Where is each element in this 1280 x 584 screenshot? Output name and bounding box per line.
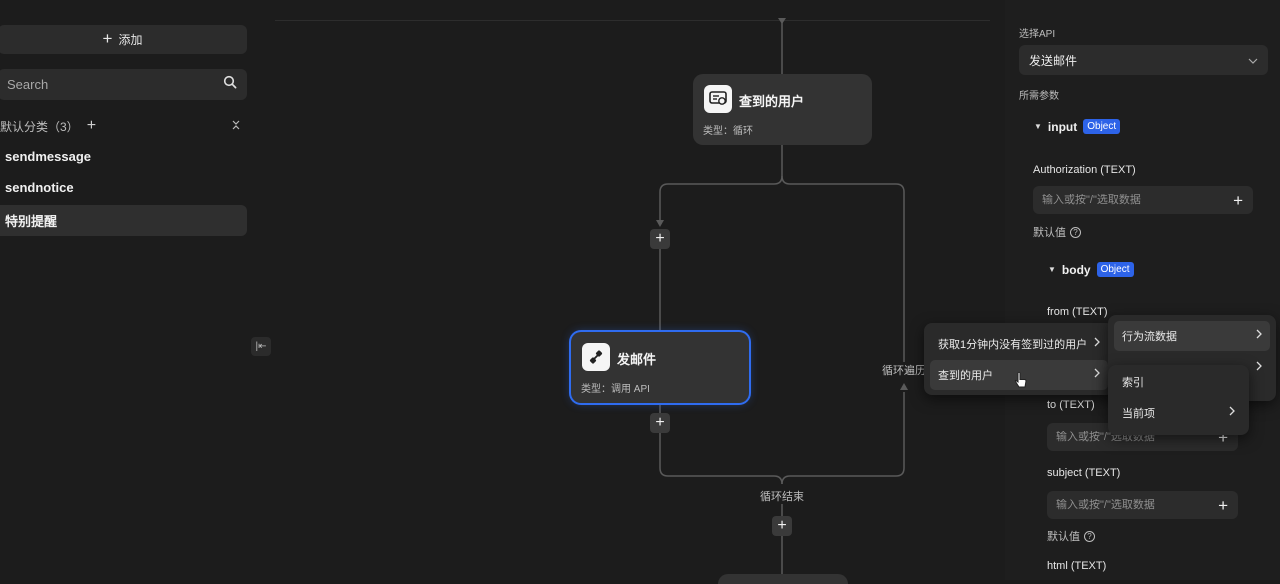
plus-icon[interactable]: + [1218, 427, 1228, 447]
plus-icon[interactable]: + [1218, 495, 1228, 515]
params-label: 所需参数 [1019, 91, 1059, 102]
config-panel [1005, 0, 1280, 580]
default-value-toggle[interactable]: 默认值 ? [1047, 528, 1095, 544]
menu-item-label: 索引 [1122, 377, 1144, 389]
loop-vars-submenu: 索引 当前项 [1108, 365, 1249, 435]
loop-node[interactable]: 查到的用户 类型：循环 [693, 74, 872, 145]
subject-label: subject (TEXT) [1047, 467, 1121, 479]
search-input[interactable] [7, 77, 223, 92]
node-type: 类型：调用 API [581, 384, 650, 395]
type-badge: Object [1083, 119, 1121, 134]
chevron-right-icon [1256, 329, 1262, 342]
menu-item-label: 获取1分钟内没有签到过的用户 [938, 339, 1088, 351]
api-select[interactable]: 发送邮件 [1019, 45, 1268, 75]
chevron-right-icon [1094, 337, 1100, 350]
type-badge: Object [1096, 262, 1134, 277]
param-name: body [1061, 262, 1091, 277]
chevron-right-icon [1229, 406, 1235, 419]
add-step-button[interactable]: + [650, 413, 670, 433]
api-select-value: 发送邮件 [1029, 53, 1078, 68]
default-value-label: 默认值 [1047, 531, 1080, 543]
plug-icon [582, 343, 610, 371]
sidebar-item-label: sendmessage [5, 149, 91, 164]
search-icon[interactable] [223, 75, 237, 94]
node-type: 类型：循环 [703, 126, 753, 137]
html-label: html (TEXT) [1047, 560, 1107, 572]
chevron-right-icon [1094, 368, 1100, 381]
menu-item-unlabeled[interactable] [1114, 353, 1270, 383]
help-icon[interactable]: ? [1070, 226, 1081, 238]
input-object-row[interactable]: ▼ input Object [1034, 119, 1121, 134]
subject-field[interactable]: + [1047, 491, 1238, 519]
loop-icon [704, 85, 732, 113]
node-title: 查到的用户 [739, 94, 805, 109]
subject-input[interactable] [1056, 499, 1219, 511]
api-call-node[interactable]: 发邮件 类型：调用 API [571, 332, 749, 403]
menu-item-label: 当前项 [1122, 408, 1155, 420]
category-header[interactable]: 默认分类（3） + [0, 117, 246, 135]
workflow-canvas[interactable] [262, 0, 1005, 580]
help-icon[interactable]: ? [1084, 530, 1095, 542]
authorization-label: Authorization (TEXT) [1033, 164, 1136, 176]
sidebar-item-sendmessage[interactable]: sendmessage [0, 141, 247, 172]
caret-down-icon[interactable]: ▼ [1048, 265, 1056, 274]
flow-connectors [656, 18, 908, 580]
add-button[interactable]: + 添加 [0, 25, 247, 54]
loop-end-label: 循环结束 [760, 491, 804, 503]
node-title: 发邮件 [617, 352, 657, 367]
from-label: from (TEXT) [1047, 306, 1108, 318]
next-node[interactable] [718, 574, 848, 584]
plus-icon: + [102, 29, 113, 48]
default-value-toggle[interactable]: 默认值 ? [1033, 224, 1081, 240]
chevron-down-icon [1248, 53, 1258, 67]
sidebar-item-label: 特别提醒 [5, 214, 58, 229]
default-value-label: 默认值 [1033, 227, 1066, 239]
add-button-label: 添加 [118, 33, 143, 47]
loop-traverse-label: 循环遍历 [882, 365, 926, 377]
collapse-chevron-icon[interactable] [231, 119, 241, 134]
add-step-button[interactable]: + [772, 516, 792, 536]
mouse-cursor-icon [1014, 371, 1028, 394]
add-step-button[interactable]: + [650, 229, 670, 249]
menu-item-unsigned-users[interactable]: 获取1分钟内没有签到过的用户 [930, 329, 1108, 359]
divider [275, 20, 990, 21]
param-name: input [1047, 119, 1078, 134]
category-label: 默认分类（3） [0, 119, 79, 134]
menu-item-label: 行为流数据 [1122, 331, 1177, 343]
select-api-label: 选择API [1019, 29, 1056, 40]
body-object-row[interactable]: ▼ body Object [1048, 262, 1134, 277]
menu-item-index[interactable]: 索引 [1114, 367, 1243, 397]
sidebar-item-special-reminder[interactable]: 特别提醒 [0, 205, 247, 236]
menu-item-current-item[interactable]: 当前项 [1114, 398, 1243, 428]
authorization-input[interactable] [1042, 194, 1234, 206]
menu-item-behavior-flow-data[interactable]: 行为流数据 [1114, 321, 1270, 351]
add-category-icon[interactable]: + [86, 117, 97, 134]
collapse-sidebar-icon[interactable]: |⇤ [251, 337, 271, 356]
caret-down-icon[interactable]: ▼ [1034, 122, 1042, 131]
to-label: to (TEXT) [1047, 399, 1095, 411]
plus-icon[interactable]: + [1233, 190, 1243, 210]
authorization-field[interactable]: + [1033, 186, 1253, 214]
search-box[interactable] [0, 69, 247, 100]
sidebar-item-sendnotice[interactable]: sendnotice [0, 172, 247, 203]
chevron-right-icon [1256, 361, 1262, 374]
sidebar-item-label: sendnotice [5, 180, 74, 195]
menu-item-label: 查到的用户 [938, 370, 993, 382]
